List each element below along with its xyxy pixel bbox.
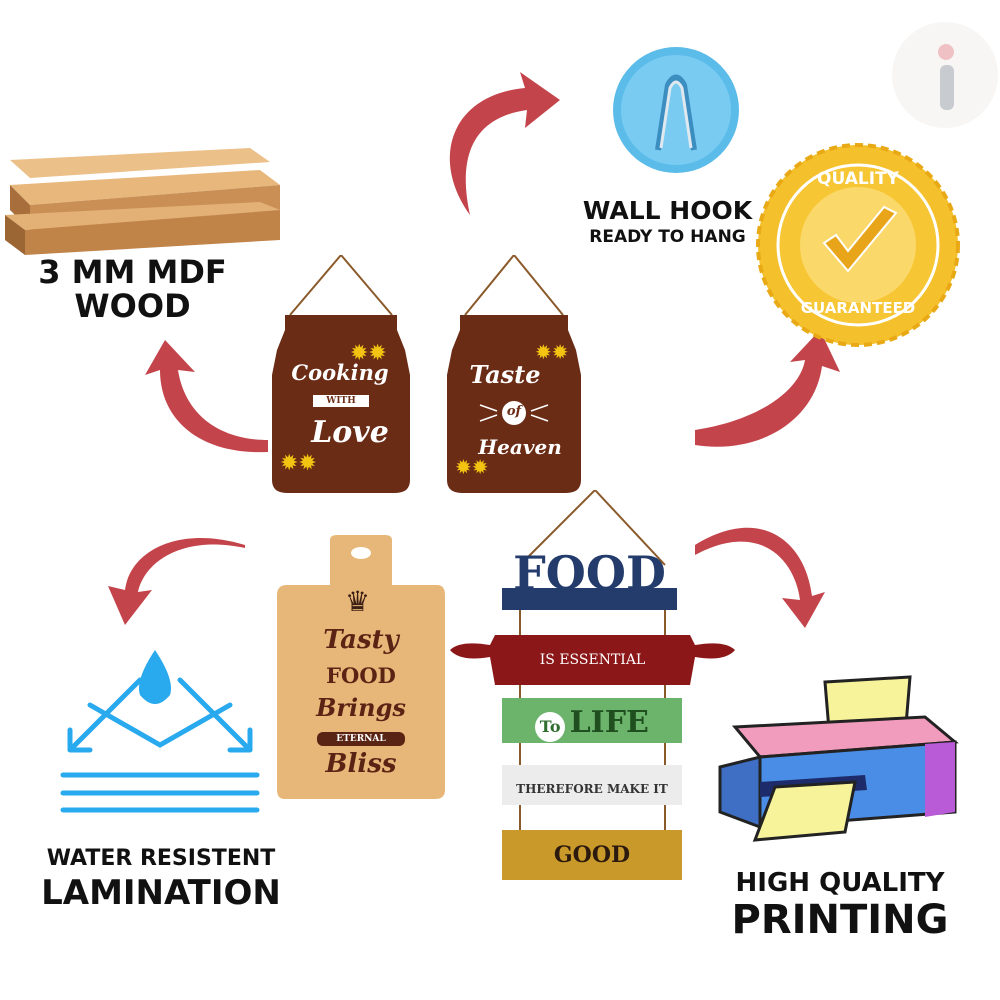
printer-icon — [718, 675, 959, 842]
arrow-right-bottom-icon — [695, 527, 825, 628]
food-line2: IS ESSENTIAL — [539, 652, 646, 668]
food-line4: THEREFORE MAKE IT — [516, 782, 668, 796]
jar-sign-cooking-with-love: Cooking WITH Love ✹✹ ✹✹ — [270, 255, 412, 495]
jar-shape — [447, 255, 581, 493]
board-line4: ETERNAL — [317, 732, 405, 746]
board-line5: Bliss — [325, 749, 397, 779]
jar-sign-taste-of-heaven: Taste of Heaven ✹✹ ✹✹ — [445, 255, 583, 495]
water-label-line1: WATER RESISTENT — [46, 846, 276, 871]
arrow-left-top-icon — [145, 340, 268, 453]
food-sign-planks — [450, 490, 735, 880]
jar1-line1: Cooking — [291, 360, 389, 385]
wood-label-line2: WOOD — [74, 287, 191, 325]
jar2-line1: Taste — [469, 360, 541, 389]
checkmark-badge-icon — [756, 143, 960, 347]
jar1-line3: Love — [311, 415, 389, 450]
printing-label-line2: PRINTING — [731, 897, 949, 943]
board-line2: FOOD — [326, 663, 396, 688]
board-line1: Tasty — [323, 625, 399, 655]
jar2-line3: Heaven — [478, 435, 562, 459]
sunflower-icon: ✹✹ — [535, 342, 569, 364]
water-resistant-icon — [60, 650, 260, 813]
arrow-left-bottom-icon — [108, 537, 245, 625]
jar2-line2: of — [506, 404, 522, 419]
sunflower-icon: ✹✹ — [280, 450, 317, 475]
sunflower-icon: ✹✹ — [455, 457, 489, 479]
food-line1: FOOD — [513, 546, 666, 600]
wall-hook-icon — [613, 47, 739, 173]
food-line3a: To — [535, 712, 566, 742]
wood-label-line1: 3 MM MDF — [38, 253, 227, 291]
food-line3b: LIFE — [569, 705, 649, 740]
food-line5: GOOD — [553, 842, 631, 868]
jar1-line2: WITH — [313, 395, 369, 407]
sunflower-icon: ✹✹ — [350, 340, 387, 365]
chef-hat-icon: ♛ — [345, 586, 371, 617]
brand-logo — [892, 22, 998, 128]
mdf-wood-planks-icon — [5, 148, 280, 255]
wall-hook-title: WALL HOOK — [582, 196, 753, 225]
board-line3: Brings — [316, 693, 406, 722]
printing-label-line1: HIGH QUALITY — [735, 868, 945, 898]
food-hanging-sign: FOOD IS ESSENTIAL To LIFE THEREFORE MAKE… — [450, 490, 740, 885]
wall-hook-subtitle: READY TO HANG — [589, 227, 746, 247]
arrow-top-icon — [449, 72, 560, 215]
badge-text-top: QUALITY — [817, 169, 899, 189]
water-label-line2: LAMINATION — [41, 873, 281, 913]
cutting-board-sign: ♛ Tasty FOOD Brings ETERNAL Bliss — [275, 535, 447, 801]
arrow-right-top-icon — [695, 330, 840, 447]
badge-text-bottom: GUARANTEED — [800, 299, 916, 317]
quality-guaranteed-badge: QUALITY GUARANTEED — [756, 143, 960, 347]
food-line3: To LIFE — [502, 705, 682, 742]
